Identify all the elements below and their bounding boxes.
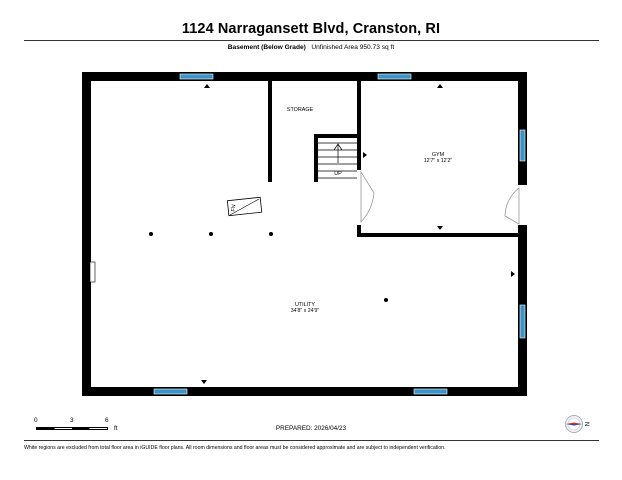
interior-walls [268,81,520,237]
marker-gym-bottom [437,226,443,230]
gym-south-wall [357,233,520,237]
stair-left-wall [314,134,318,182]
window-top-right [377,73,412,80]
stair-top-wall [314,134,359,138]
room-gym-dims: 12'7" x 12'2" [424,158,453,164]
staircase [318,142,357,179]
scale-label-3: 3 [70,417,74,424]
room-gym-name: GYM [432,152,445,158]
north-arrow-icon: N [565,415,589,433]
floor-subtitle: Basement (Below Grade) Unfinished Area 9… [0,44,622,51]
window-bottom-left [153,388,188,395]
stair-arrow-head [333,143,343,151]
exterior-door-swing [504,187,520,225]
floor-name: Basement (Below Grade) [227,44,306,51]
window-top-left [179,73,214,80]
scale-label-6: 6 [105,417,109,424]
room-utility-name: UTILITY [295,302,315,308]
fixture-dot [384,298,388,302]
scale-bar-graphic [36,427,108,430]
scale-bar: 0 3 6 ft [33,417,123,437]
gym-west-wall [357,81,361,237]
marker-utility-east [511,271,515,277]
room-storage-name: STORAGE [287,107,314,113]
marker-top-gym [437,84,443,88]
page-title: 1124 Narragansett Blvd, Cranston, RI [181,21,441,37]
windows [153,73,526,395]
exterior-door-opening [517,185,528,225]
fixture-dot [269,232,273,236]
room-utility-dims: 34'8" x 24'9" [291,308,320,314]
scale-label-0: 0 [34,417,38,424]
fixture-dot [149,232,153,236]
footer-divider [24,440,599,441]
exterior-walls [82,72,527,396]
left-wall-panel [89,261,96,283]
gym-door-opening [356,170,362,225]
storage-wall [268,81,272,182]
marker-top-left [204,84,210,88]
window-utility-east [519,304,526,339]
wall-right [518,72,527,396]
wall-left [82,72,91,396]
marker-bottom [201,380,207,384]
marker-gym-west [363,152,367,158]
ceiling-fixtures [149,232,388,302]
scale-unit: ft [114,425,118,432]
furnace-symbol [226,196,263,217]
floor-area: Unfinished Area 950.73 sq ft [311,44,395,51]
direction-markers [201,84,515,384]
gym-door-swing [360,170,375,223]
doors [89,170,528,283]
wall-bottom [82,387,527,396]
compass-label: N [583,422,589,426]
window-bottom-right [413,388,448,395]
stairs-up-label: UP [334,171,342,177]
prepared-date: PREPARED: 2026/04/23 [275,425,347,432]
header-divider [24,40,599,41]
wall-top [82,72,527,81]
window-gym-east [519,129,526,162]
disclaimer-text: White regions are excluded from total fl… [24,445,446,451]
fixture-dot [209,232,213,236]
furnace-label: FN [231,204,238,212]
